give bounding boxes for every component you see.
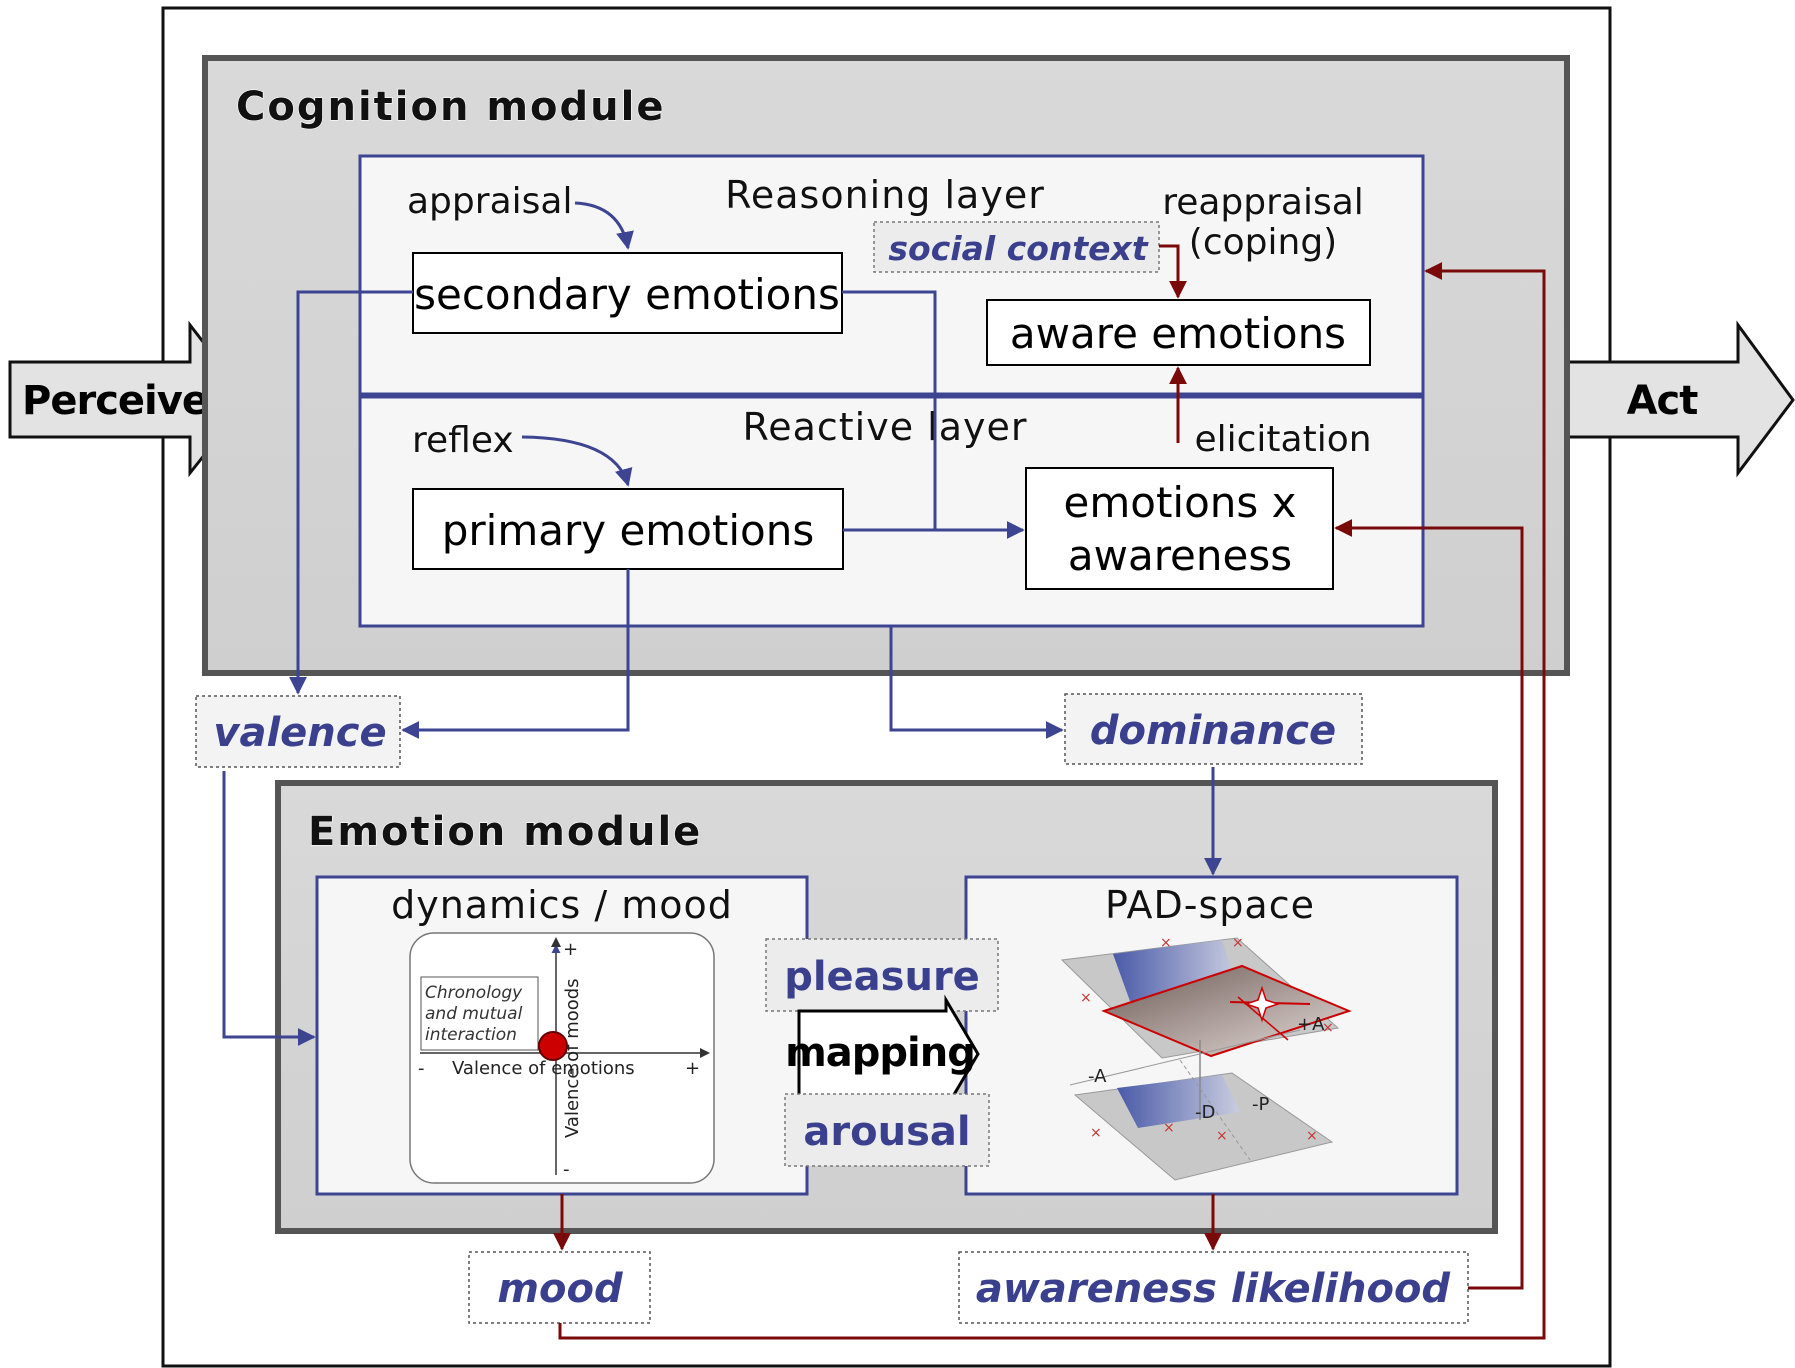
reflex-label: reflex bbox=[412, 420, 514, 461]
svg-text:×: × bbox=[1216, 1128, 1228, 1144]
awareness-likelihood-label: awareness likelihood bbox=[976, 1266, 1451, 1312]
inset-line-2: and mutual bbox=[425, 1004, 523, 1024]
secondary-emotions-label: secondary emotions bbox=[414, 270, 840, 319]
valence-box bbox=[195, 695, 401, 768]
reactive-to-dominance-line bbox=[889, 626, 1064, 739]
reasoning-layer-title: Reasoning layer bbox=[725, 173, 1045, 217]
y-axis-minus: - bbox=[563, 1159, 570, 1180]
act-label: Act bbox=[1627, 378, 1699, 424]
svg-text:×: × bbox=[1163, 1120, 1175, 1136]
dominance-box bbox=[1064, 693, 1363, 765]
act-arrow: Act bbox=[1558, 320, 1795, 478]
svg-text:×: × bbox=[1080, 990, 1092, 1006]
y-axis-plus: + bbox=[563, 939, 578, 960]
mood-point bbox=[538, 1031, 568, 1061]
emotion-module-title: Emotion module bbox=[308, 809, 702, 855]
secondary-to-awareness-line bbox=[842, 290, 1025, 539]
x-axis-minus: - bbox=[418, 1058, 425, 1079]
social-context-box bbox=[873, 221, 1160, 273]
svg-text:×: × bbox=[1090, 1125, 1102, 1141]
svg-text:×: × bbox=[1160, 935, 1172, 951]
mapping-label: mapping bbox=[785, 1030, 975, 1076]
mood-to-reasoning-line bbox=[558, 262, 1546, 1340]
valence-label: valence bbox=[213, 710, 386, 756]
cognition-module-title: Cognition module bbox=[236, 84, 665, 130]
perceive-arrow: Perceive bbox=[8, 320, 250, 478]
mood-box bbox=[468, 1251, 651, 1324]
reflex-arrow bbox=[521, 435, 633, 487]
axis-neg-a: -A bbox=[1088, 1066, 1107, 1087]
x-axis-plus: + bbox=[685, 1058, 700, 1079]
arousal-box bbox=[784, 1093, 990, 1167]
mood-label: mood bbox=[497, 1266, 623, 1312]
awareness-likelihood-box bbox=[958, 1251, 1469, 1324]
inset-line-3: interaction bbox=[425, 1025, 517, 1045]
inset-line-1: Chronology bbox=[425, 983, 523, 1003]
valence-to-dynamics-line bbox=[222, 771, 316, 1046]
axis-neg-p: -P bbox=[1252, 1094, 1269, 1115]
primary-to-valence-line bbox=[401, 569, 630, 739]
primary-emotions-label: primary emotions bbox=[442, 506, 815, 555]
pad-space-plot: +A -A -P -D × × × × × × × × bbox=[1060, 935, 1352, 1181]
dynamics-mood-title: dynamics / mood bbox=[391, 883, 733, 927]
svg-text:×: × bbox=[1232, 935, 1244, 951]
awareness-label: awareness bbox=[1068, 531, 1292, 580]
reappraisal-label: reappraisal bbox=[1162, 182, 1364, 223]
emotions-x-awareness-box bbox=[1025, 467, 1334, 590]
appraisal-label: appraisal bbox=[407, 181, 572, 222]
mood-chart: Chronology and mutual interaction + - - … bbox=[409, 932, 715, 1184]
reactive-layer-title: Reactive layer bbox=[743, 405, 1028, 449]
y-axis-label: Valence of moods bbox=[562, 978, 583, 1138]
pad-space-title: PAD-space bbox=[1105, 883, 1315, 927]
secondary-to-valence-line bbox=[289, 290, 413, 695]
emotions-x-label: emotions x bbox=[1064, 478, 1297, 527]
axis-pos-a: +A bbox=[1297, 1014, 1325, 1035]
svg-text:×: × bbox=[1306, 1128, 1318, 1144]
elicitation-label: elicitation bbox=[1194, 419, 1371, 460]
arousal-label: arousal bbox=[803, 1109, 970, 1155]
likelihood-to-awareness-line bbox=[1334, 519, 1524, 1290]
aware-emotions-box bbox=[986, 299, 1371, 366]
dominance-label: dominance bbox=[1090, 708, 1336, 754]
axis-neg-d: -D bbox=[1195, 1102, 1215, 1123]
x-axis-label: Valence of emotions bbox=[452, 1058, 635, 1079]
coping-label: (coping) bbox=[1189, 222, 1337, 263]
aware-emotions-label: aware emotions bbox=[1010, 309, 1346, 358]
svg-text:×: × bbox=[1322, 1020, 1334, 1036]
perceive-label: Perceive bbox=[22, 378, 208, 424]
social-context-arrow bbox=[1159, 244, 1187, 299]
social-context-label: social context bbox=[888, 229, 1148, 268]
appraisal-arrow bbox=[574, 201, 634, 250]
pleasure-label: pleasure bbox=[784, 954, 980, 1000]
